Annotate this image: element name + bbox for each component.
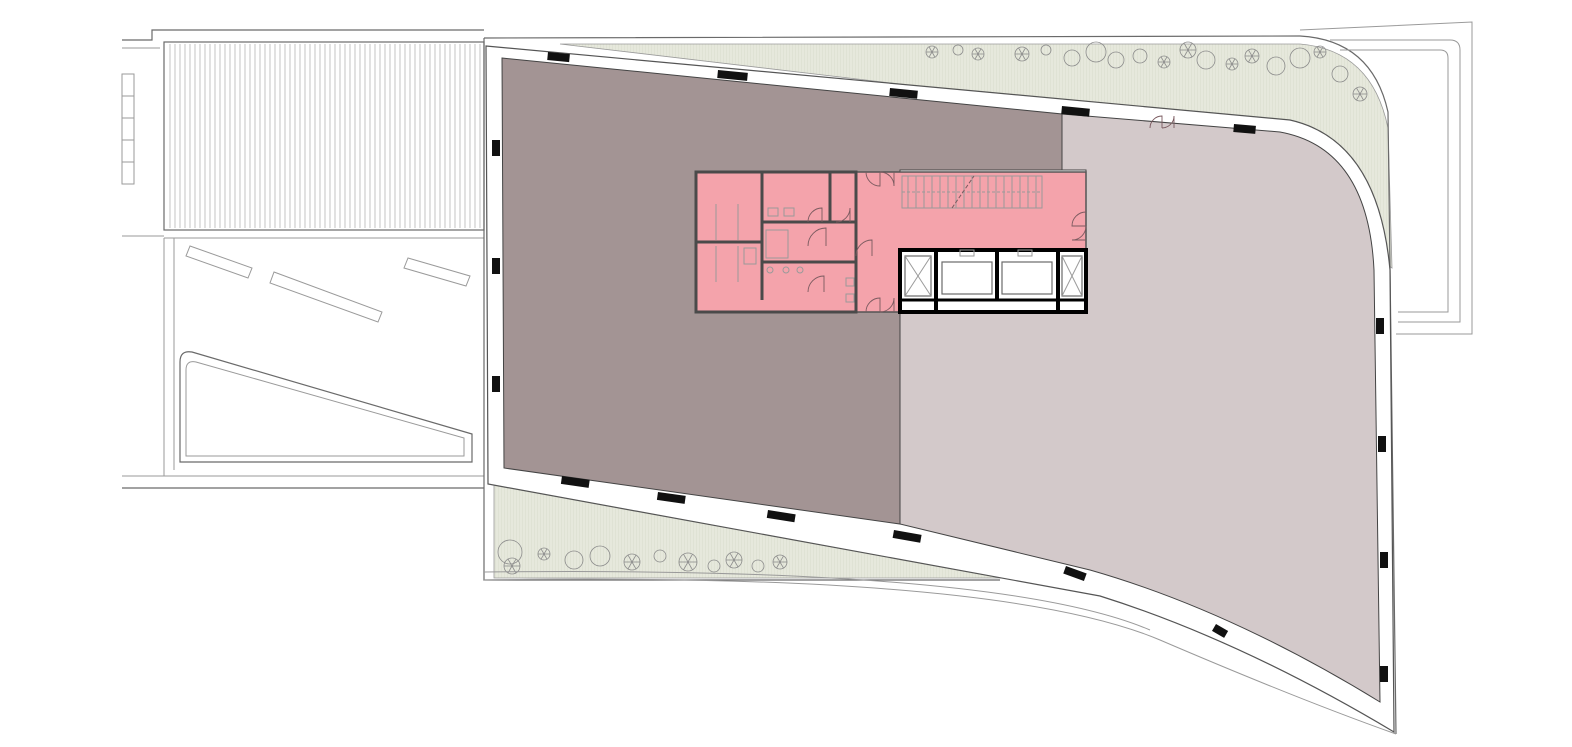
elevator-core [898, 248, 1088, 314]
site-outline-east [483, 21, 1473, 735]
entrance-doors [1149, 115, 1175, 129]
facade-columns [492, 51, 1388, 682]
skylight-strips [185, 245, 471, 323]
louvered-roof-west [163, 41, 485, 476]
planting-north [925, 41, 1368, 102]
planting-south [497, 539, 788, 575]
stair-core [901, 175, 1043, 209]
office-area-east [899, 113, 1381, 703]
triangular-courtyard [179, 351, 473, 463]
site-outline-west [121, 29, 484, 489]
